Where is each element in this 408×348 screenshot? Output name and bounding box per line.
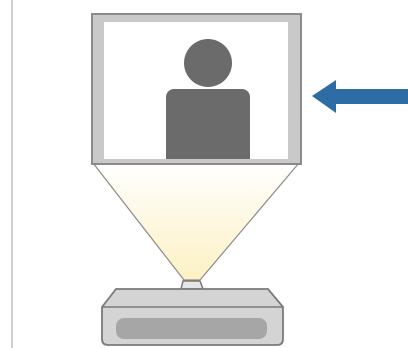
projector-front-panel: [116, 318, 267, 339]
projector-lens-mount: [181, 281, 203, 289]
projector-icon: [102, 281, 283, 345]
left-arrow-icon: [312, 80, 408, 113]
light-beam: [93, 163, 299, 280]
projection-screen: [92, 14, 301, 164]
